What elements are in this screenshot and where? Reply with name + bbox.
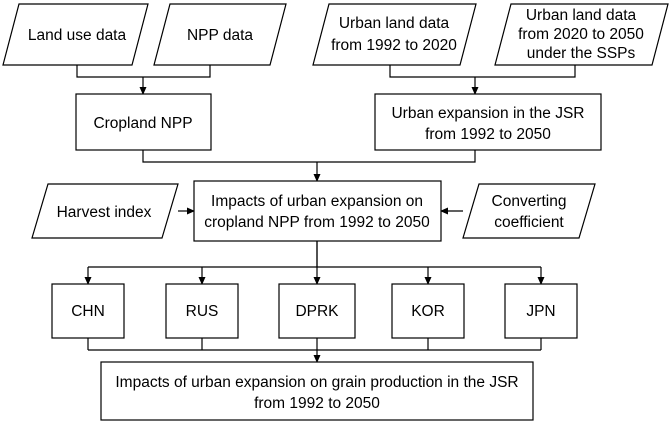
input-npp-data: NPP data (153, 3, 287, 66)
country-rus-label: RUS (186, 303, 219, 320)
box-country-kor: KOR (391, 283, 465, 339)
impacts-npp-line-1: Impacts of urban expansion on (211, 193, 423, 210)
urban-ssp-line-3: under the SSPs (527, 45, 636, 62)
input-converting-coefficient: Converting coefficient (462, 183, 596, 239)
country-dprk-label: DPRK (295, 303, 339, 320)
converting-line-1: Converting (492, 193, 567, 210)
urban-ssp-line-2: from 2020 to 2050 (518, 26, 644, 43)
country-kor-label: KOR (411, 303, 445, 320)
urban-ssp-line-1: Urban land data (526, 7, 637, 24)
country-jpn-label: JPN (526, 303, 555, 320)
urban-expansion-line-1: Urban expansion in the JSR (391, 105, 584, 122)
urban-expansion-line-2: from 1992 to 2050 (425, 126, 551, 143)
box-country-jpn: JPN (504, 283, 578, 339)
input-land-use-data: Land use data (2, 3, 149, 66)
harvest-index-label: Harvest index (57, 204, 152, 221)
connector-urban-expansion (317, 150, 476, 163)
box-country-dprk: DPRK (278, 283, 356, 339)
connector-cropland-npp (142, 150, 317, 163)
input-harvest-index: Harvest index (31, 183, 179, 239)
input-urban-land-1992-2020: Urban land data from 1992 to 2020 (312, 3, 477, 66)
urban-hist-line-2: from 1992 to 2020 (331, 37, 457, 54)
connectors (76, 65, 576, 363)
box-impacts-on-grain-production: Impacts of urban expansion on grain prod… (100, 361, 534, 421)
cropland-npp-label: Cropland NPP (93, 115, 192, 132)
input-npp-label: NPP data (187, 27, 253, 44)
country-chn-label: CHN (71, 303, 105, 320)
box-country-rus: RUS (165, 283, 239, 339)
box-country-chn: CHN (51, 283, 125, 339)
box-urban-expansion-jsr: Urban expansion in the JSR from 1992 to … (374, 93, 602, 151)
urban-hist-line-1: Urban land data (339, 15, 450, 32)
connector-land-use (76, 65, 143, 78)
box-impacts-on-cropland-npp: Impacts of urban expansion on cropland N… (193, 180, 442, 242)
input-land-use-label: Land use data (28, 27, 127, 44)
impacts-npp-line-2: cropland NPP from 1992 to 2050 (204, 214, 430, 231)
converting-line-2: coefficient (494, 214, 564, 231)
box-cropland-npp: Cropland NPP (75, 93, 212, 151)
input-urban-land-2020-2050-ssps: Urban land data from 2020 to 2050 under … (494, 3, 669, 66)
connector-urban-hist (389, 65, 475, 78)
impacts-grain-line-2: from 1992 to 2050 (254, 395, 380, 412)
connector-npp (143, 65, 211, 78)
connector-urban-ssp (475, 65, 576, 78)
impacts-grain-line-1: Impacts of urban expansion on grain prod… (115, 374, 518, 391)
